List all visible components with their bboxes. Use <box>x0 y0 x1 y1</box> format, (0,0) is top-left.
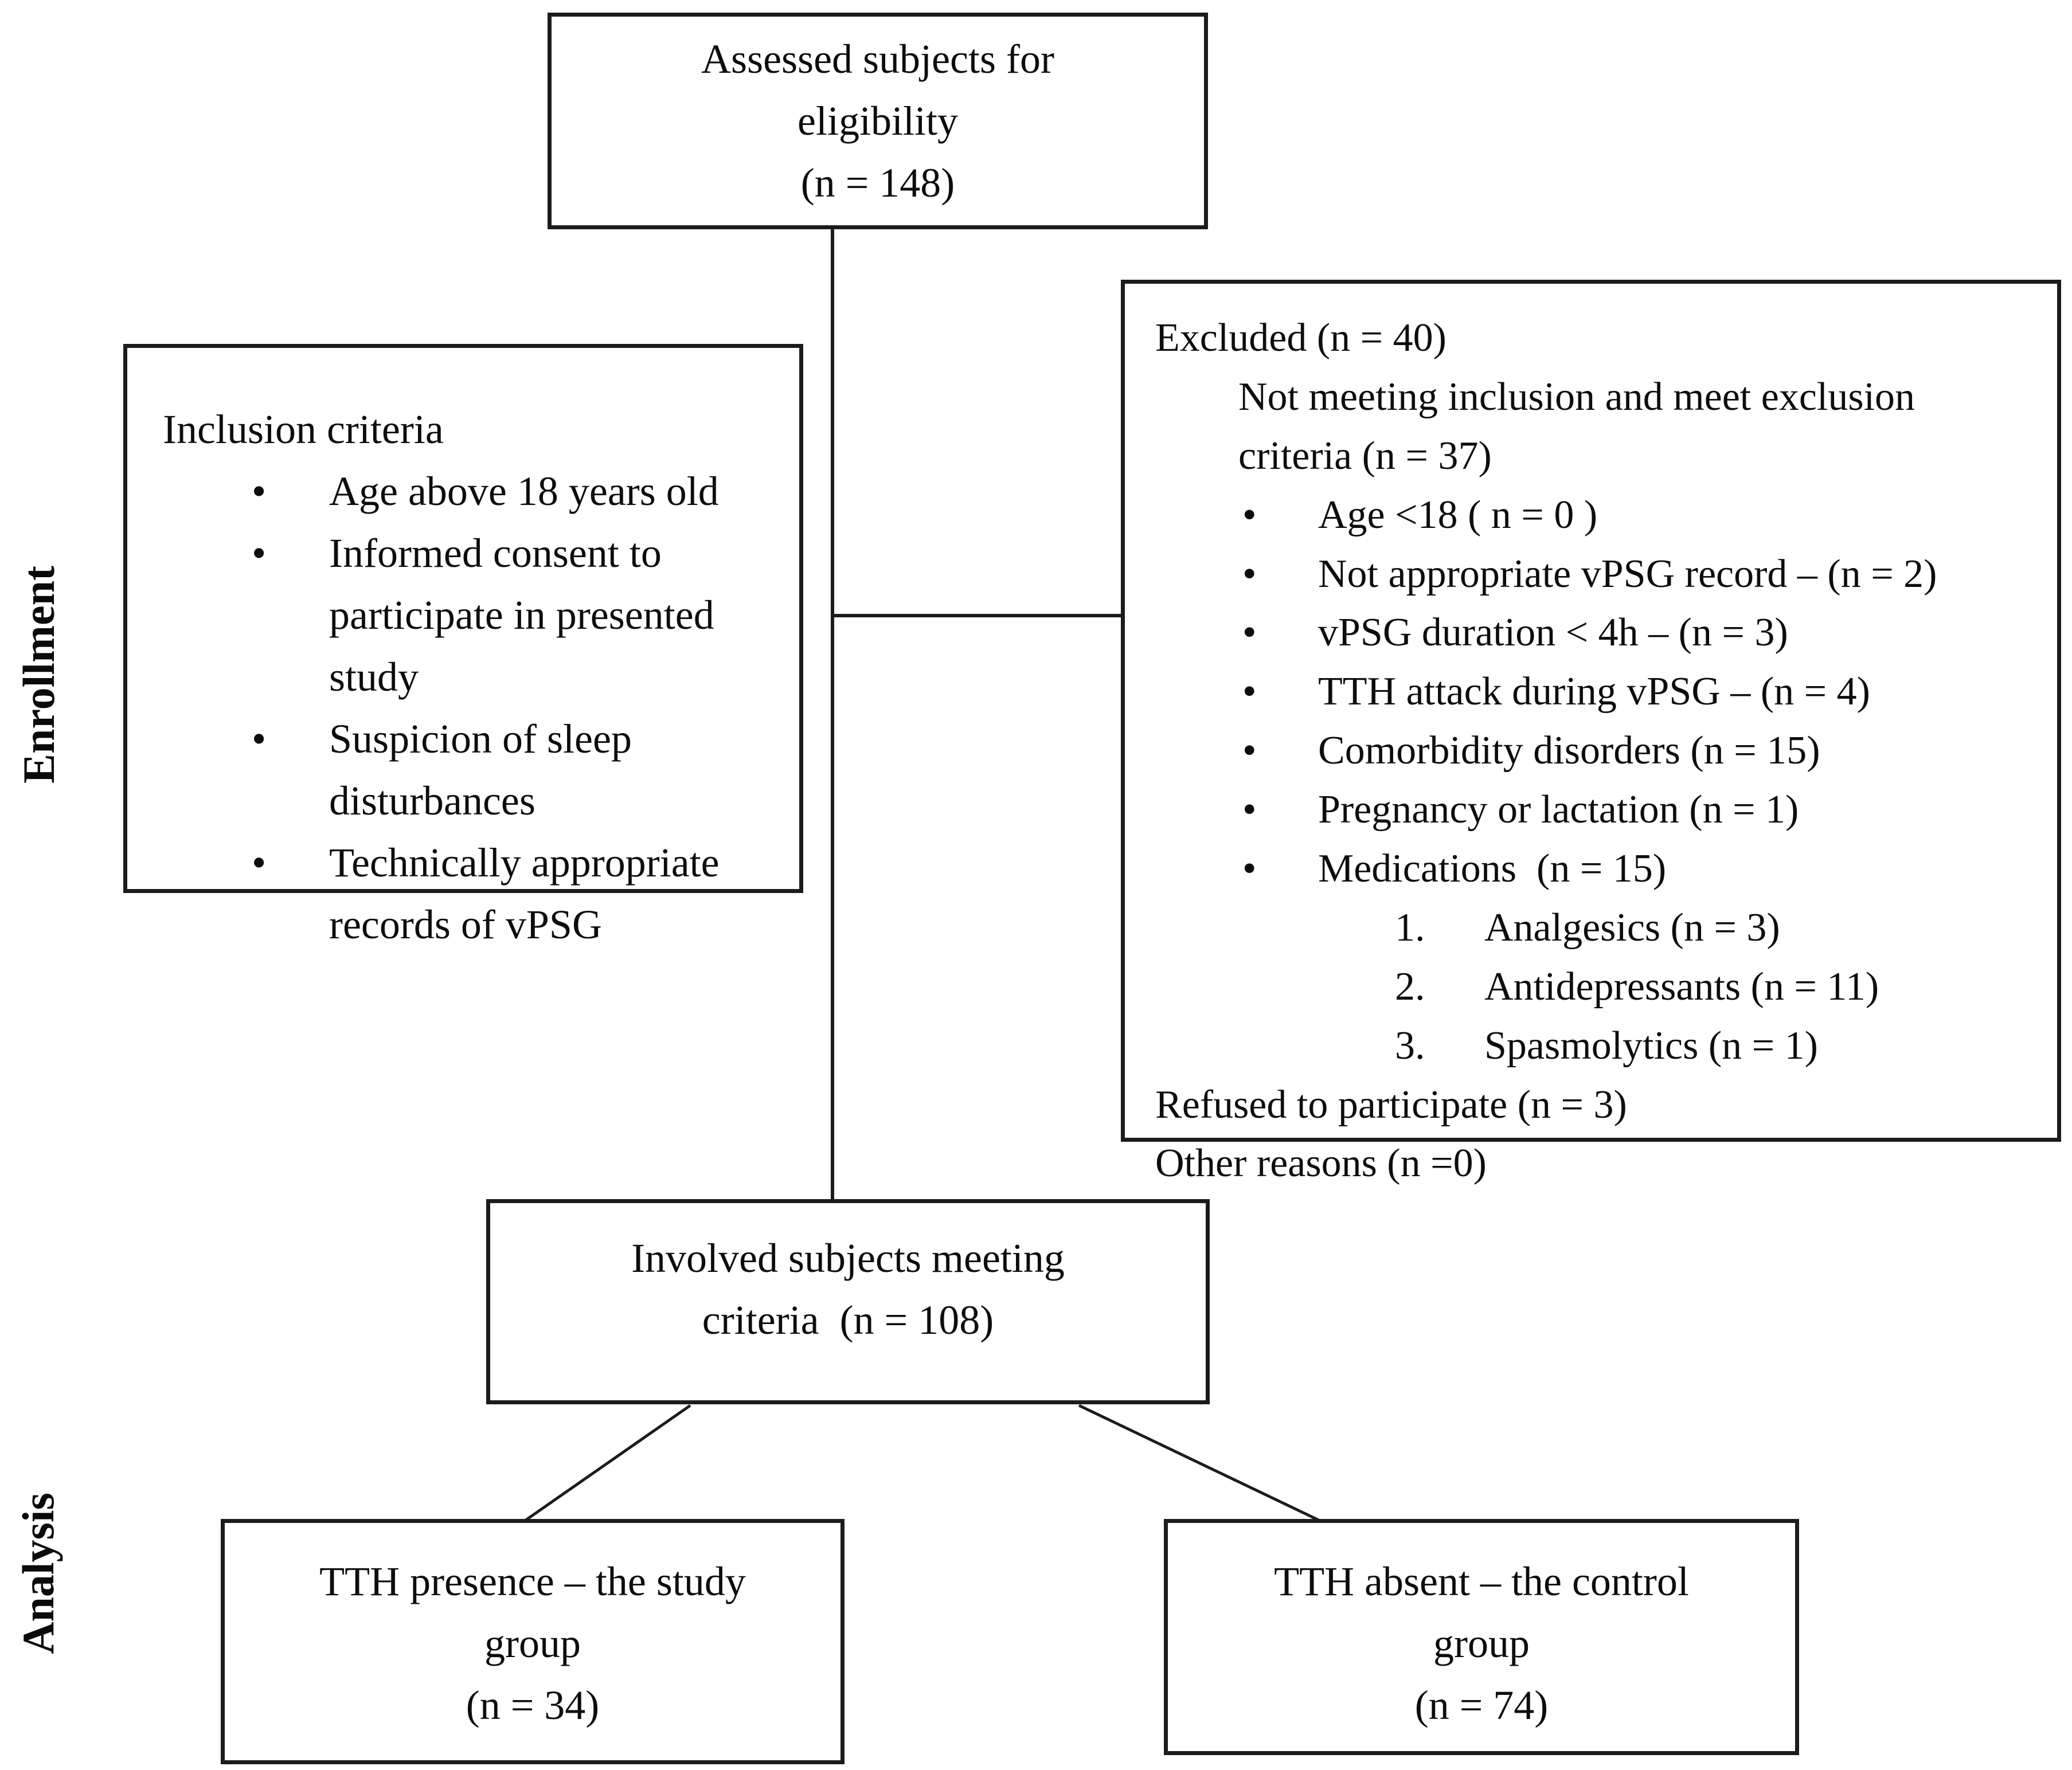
footer-line: Refused to participate (n = 3) <box>1155 1082 1627 1127</box>
bullet-icon <box>1242 486 1318 545</box>
bullet-text: Age above 18 years old <box>329 468 719 514</box>
section-label-analysis: Analysis <box>13 1493 63 1654</box>
control-group-lines: TTH absent – the control group (n = 74) <box>1168 1550 1795 1736</box>
bullet-item: Suspicion of sleep disturbances <box>252 708 776 832</box>
bullet-icon <box>252 522 329 708</box>
bullet-text: Not appropriate vPSG record – (n = 2) <box>1318 551 1937 596</box>
bullet-icon <box>1242 781 1318 840</box>
excluded-title: Excluded (n = 40) <box>1155 316 1447 360</box>
connector-involved-to-control <box>1078 1404 1320 1522</box>
text-line: (n = 148) <box>800 160 955 206</box>
text-line: Involved subjects meeting <box>631 1235 1065 1281</box>
footer-line: Other reasons (n =0) <box>1155 1141 1487 1186</box>
bullet-icon <box>1242 722 1318 781</box>
box-involved-subjects: Involved subjects meeting criteria (n = 1… <box>486 1199 1210 1404</box>
numbered-text: Spasmolytics (n = 1) <box>1484 1023 1818 1068</box>
connector-involved-to-study <box>525 1404 691 1522</box>
text-line: (n = 74) <box>1414 1682 1549 1728</box>
bullet-text: Informed consent to participate in prese… <box>329 530 714 700</box>
assessed-lines: Assessed subjects for eligibility (n = 148… <box>552 28 1204 214</box>
text-line: Assessed subjects for <box>701 36 1054 82</box>
numbered-text: Analgesics (n = 3) <box>1484 905 1780 950</box>
bullet-icon <box>252 708 329 832</box>
inclusion-bullet-list: Age above 18 years old Informed consent … <box>163 460 776 956</box>
bullet-text: Comorbidity disorders (n = 15) <box>1318 729 1820 773</box>
bullet-item: Not appropriate vPSG record – (n = 2) <box>1242 545 2041 604</box>
text-line: (n = 34) <box>466 1682 600 1728</box>
bullet-text: Technically appropriate records of vPSG <box>329 840 720 947</box>
text-line: group <box>484 1620 581 1666</box>
bullet-item: Age <18 ( n = 0 ) <box>1242 486 2041 545</box>
section-label-enrollment: Enrollment <box>14 566 64 784</box>
bullet-item: vPSG duration < 4h – (n = 3) <box>1242 604 2041 663</box>
bullet-item: Comorbidity disorders (n = 15) <box>1242 722 2041 781</box>
text-line: TTH presence – the study <box>319 1558 746 1604</box>
bullet-icon <box>1242 545 1318 604</box>
numbered-item: Spasmolytics (n = 1) <box>1395 1017 2041 1076</box>
bullet-text: vPSG duration < 4h – (n = 3) <box>1318 610 1788 655</box>
text-line: group <box>1433 1620 1530 1666</box>
box-assessed-eligibility: Assessed subjects for eligibility (n = 148… <box>548 13 1208 229</box>
bullet-item: Age above 18 years old <box>252 460 776 522</box>
excluded-bullet-list: Age <18 ( n = 0 ) Not appropriate vPSG r… <box>1155 486 2041 899</box>
bullet-text: TTH attack during vPSG – (n = 4) <box>1318 669 1870 714</box>
bullet-item: Informed consent to participate in prese… <box>252 522 776 708</box>
bullet-icon <box>1242 663 1318 722</box>
bullet-item: Medications (n = 15) <box>1242 840 2041 899</box>
box-excluded: Excluded (n = 40) Not meeting inclusion … <box>1121 280 2061 1185</box>
number-marker <box>1395 899 1484 958</box>
bullet-text: Pregnancy or lactation (n = 1) <box>1318 788 1799 832</box>
bullet-icon <box>252 460 329 522</box>
text-line: eligibility <box>797 98 958 144</box>
number-marker <box>1395 958 1484 1017</box>
numbered-item: Antidepressants (n = 11) <box>1395 958 2041 1017</box>
number-marker <box>1395 1017 1484 1076</box>
bullet-item: Technically appropriate records of vPSG <box>252 832 776 956</box>
box-inclusion-criteria: Inclusion criteria Age above 18 years ol… <box>123 344 803 947</box>
excluded-footer-list: Refused to participate (n = 3) Other reas… <box>1155 1076 2041 1194</box>
box-study-group: TTH presence – the study group (n = 34) <box>221 1519 845 1764</box>
involved-lines: Involved subjects meeting criteria (n = 1… <box>490 1227 1206 1351</box>
excluded-subtitle: Not meeting inclusion and meet exclusion… <box>1238 374 1915 478</box>
bullet-icon <box>252 832 329 956</box>
bullet-icon <box>1242 604 1318 663</box>
bullet-item: Pregnancy or lactation (n = 1) <box>1242 781 2041 840</box>
text-line: TTH absent – the control <box>1274 1558 1689 1604</box>
text-line: criteria (n = 108) <box>702 1297 994 1343</box>
excluded-numbered-list: Analgesics (n = 3) Antidepressants (n = … <box>1155 899 2041 1076</box>
bullet-text: Medications (n = 15) <box>1318 847 1667 891</box>
numbered-text: Antidepressants (n = 11) <box>1484 964 1879 1009</box>
bullet-text: Age <18 ( n = 0 ) <box>1318 492 1598 537</box>
bullet-item: TTH attack during vPSG – (n = 4) <box>1242 663 2041 722</box>
bullet-text: Suspicion of sleep disturbances <box>329 716 632 824</box>
numbered-item: Analgesics (n = 3) <box>1395 899 2041 958</box>
bullet-icon <box>1242 840 1318 899</box>
study-group-lines: TTH presence – the study group (n = 34) <box>225 1550 840 1736</box>
box-control-group: TTH absent – the control group (n = 74) <box>1164 1519 1799 1755</box>
inclusion-title: Inclusion criteria <box>163 406 444 452</box>
